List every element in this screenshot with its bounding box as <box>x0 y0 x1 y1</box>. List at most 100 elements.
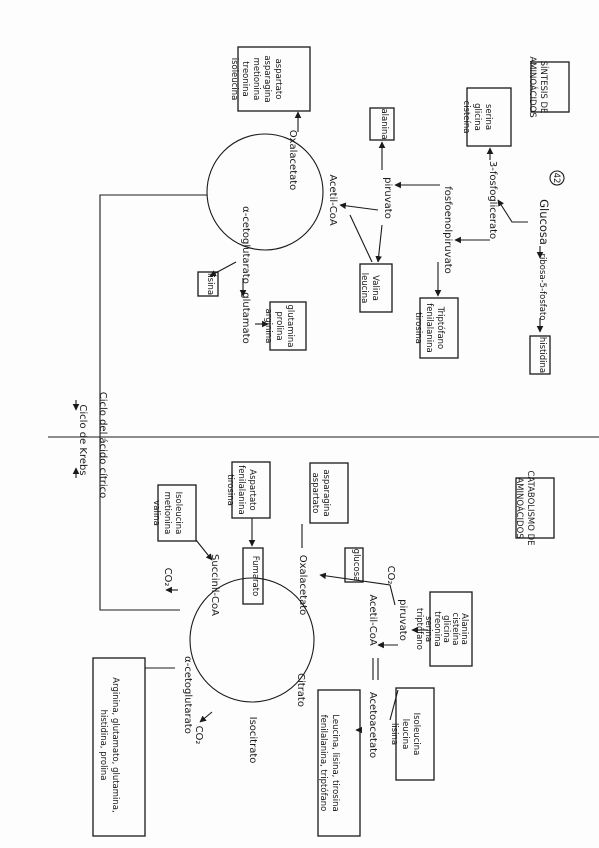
page-number: 42 <box>551 173 561 184</box>
akg-cat-label: α-cetoglutarato <box>182 656 193 734</box>
lisina-label: lisina <box>205 273 215 295</box>
citrato-label: Citrato <box>295 673 306 707</box>
isoleucina-met-box <box>157 484 197 542</box>
glutamina-box-text: glutamina prolina arginina <box>263 305 295 348</box>
svg-text:leucina: leucina <box>400 719 410 750</box>
3pg-label: 3-fosfoglicerato <box>487 161 498 239</box>
svg-text:treonina: treonina <box>432 611 442 646</box>
connector-cycles <box>99 194 207 611</box>
oxalacetato-syn-label: Oxalacetato <box>287 130 298 191</box>
piruvato-cat-label: piruvato <box>397 599 408 641</box>
svg-text:AMINOÁCIDOS: AMINOÁCIDOS <box>514 477 526 538</box>
glucosa-cat-label: glucosa <box>351 549 361 582</box>
ciclo-acido-label: Ciclo del ácido cítrico <box>97 392 109 499</box>
histidina-label: histidina <box>537 337 547 373</box>
fumarato-box <box>242 547 264 605</box>
alanina-label: alanina <box>379 108 389 139</box>
arginina-box <box>92 657 146 837</box>
acetil-cat-label: Acetil-CoA <box>367 594 378 646</box>
arrow-piruvato-valina <box>375 224 383 263</box>
svg-text:asparagina: asparagina <box>321 469 331 516</box>
svg-text:metionina: metionina <box>162 492 172 535</box>
svg-text:serina: serina <box>483 104 493 130</box>
svg-text:Aspartato: Aspartato <box>247 469 257 510</box>
svg-text:leucina: leucina <box>359 273 369 304</box>
alanina-box <box>369 107 395 141</box>
page-number-circle <box>549 170 565 186</box>
asparagina-box <box>309 462 349 524</box>
svg-text:aspartato: aspartato <box>310 473 320 514</box>
svg-text:Isoleucina: Isoleucina <box>173 492 183 535</box>
valina-box-text: Valina leucina <box>359 273 380 304</box>
ciclo-krebs-label: Ciclo de Krebs <box>77 404 88 475</box>
svg-text:tirosina: tirosina <box>413 312 423 344</box>
aspartato-box <box>237 46 311 112</box>
arrow-glucosa-3pg <box>497 199 528 223</box>
akg-syn-label: α-cetoglutarato <box>240 206 251 284</box>
alanina-cat-box <box>429 591 473 667</box>
line-acetil-valina <box>349 214 373 263</box>
svg-text:aspartato: aspartato <box>273 59 283 100</box>
acetoacetato-label: Acetoacetato <box>367 692 378 758</box>
co2-a-label: CO₂ <box>385 566 396 585</box>
svg-text:glutamina: glutamina <box>285 305 295 348</box>
glutamato-label: glutamato <box>240 292 251 343</box>
svg-text:serina: serina <box>423 616 433 642</box>
co2-b-label: CO₂ <box>193 726 204 745</box>
line-keto-acetil <box>389 689 399 721</box>
pep-label: fosfoenolpiruvato <box>442 186 453 274</box>
svg-text:Arginina, glutamato, glutamina: Arginina, glutamato, glutamina, <box>110 677 120 812</box>
svg-text:Triptófano: Triptófano <box>435 306 446 350</box>
asparagina-box-text: asparagina aspartato <box>310 469 331 516</box>
synthesis-title-box <box>530 61 570 113</box>
fumarato-label: Fumarato <box>250 556 260 597</box>
aspartato-fenil-box <box>231 461 271 519</box>
svg-text:AMINOÁCIDOS: AMINOÁCIDOS <box>527 56 539 117</box>
svg-text:triptófano: triptófano <box>414 608 425 650</box>
svg-text:histidina, prolina: histidina, prolina <box>98 710 108 781</box>
svg-text:fenilalanina: fenilalanina <box>236 465 246 514</box>
acetil-syn-label: Acetil-CoA <box>327 174 338 226</box>
arrow-co2-b <box>199 711 213 723</box>
svg-text:glicina: glicina <box>441 615 451 643</box>
arrow-piruvato-oxalo <box>319 572 396 606</box>
isoleucina-keto-box-text: Isoleucina leucina lisina <box>389 713 421 756</box>
krebs-cycle <box>189 577 315 703</box>
svg-text:fenilalanina, triptófano: fenilalanina, triptófano <box>318 715 329 812</box>
svg-text:cisteína: cisteína <box>450 613 460 646</box>
svg-text:cisteína: cisteína <box>461 101 471 134</box>
catabolism-title: CATABOLISMO DE AMINOÁCIDOS <box>514 470 535 545</box>
ribosa-label: ribosa-5-fosfato <box>537 254 547 321</box>
svg-text:SÍNTESIS DE: SÍNTESIS DE <box>538 61 550 114</box>
svg-text:valina: valina <box>151 500 161 526</box>
arrow-ile-succinil <box>195 539 213 561</box>
succinil-label: Succinil-CoA <box>209 554 220 616</box>
alanina-cat-box-text: Alanina cisteína glicina treonina serina… <box>414 608 469 650</box>
histidina-box <box>529 335 551 375</box>
oxalacetato-cat-label: Oxalacetato <box>297 555 308 616</box>
isoleucina-keto-box <box>395 687 435 781</box>
svg-text:glicina: glicina <box>472 103 482 131</box>
piruvato-syn-label: piruvato <box>382 177 393 219</box>
svg-text:isoleucina: isoleucina <box>229 58 239 101</box>
aromatic-box-text: Triptófano fenilalanina tirosina <box>413 303 446 352</box>
synthesis-cycle <box>206 133 324 251</box>
glucosa-label: Glucosa <box>537 199 551 245</box>
co2-c-label: CO₂ <box>162 568 173 587</box>
svg-text:metionina: metionina <box>251 58 261 101</box>
glucosa-cat-box <box>344 547 364 583</box>
isocitrato-label: Isocitrato <box>247 717 258 764</box>
svg-text:treonina: treonina <box>240 61 250 96</box>
glutamina-box <box>269 301 307 351</box>
arrow-akg-lisina <box>209 261 237 277</box>
svg-text:CATABOLISMO DE: CATABOLISMO DE <box>525 470 535 545</box>
leucina-keto-box-text: Leucina, lisina, tirosina fenilalanina, … <box>318 714 340 811</box>
arginina-box-text: Arginina, glutamato, glutamina, histidin… <box>98 677 120 812</box>
catabolism-title-box <box>515 477 555 539</box>
svg-text:tirosina: tirosina <box>225 474 235 506</box>
svg-text:Isoleucina: Isoleucina <box>411 713 421 756</box>
serina-box-text: serina glicina cisteína <box>461 101 493 134</box>
svg-text:Alanina: Alanina <box>459 613 469 645</box>
arrow-piruvato-acetil <box>339 202 379 211</box>
